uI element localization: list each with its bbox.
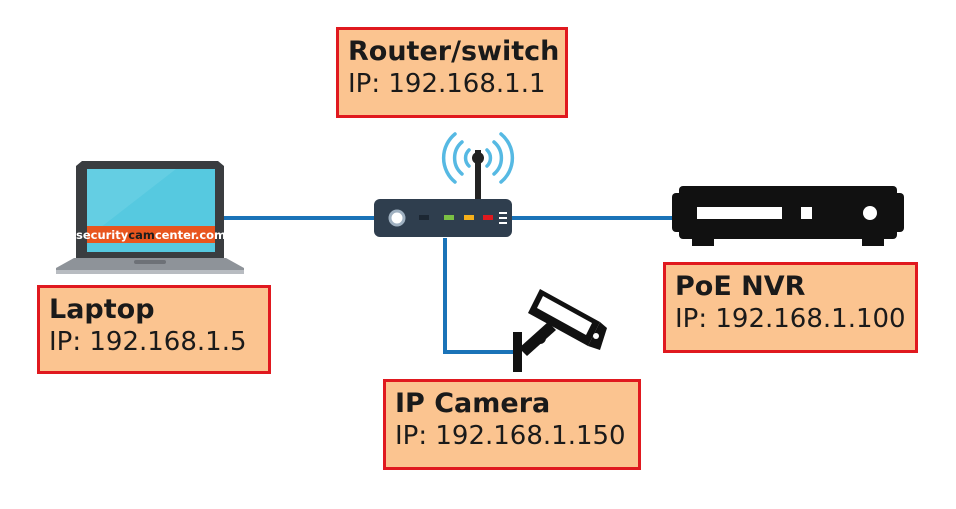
nvr-label: PoE NVR IP: 192.168.1.100 xyxy=(663,262,918,353)
laptop-brand-suffix: center.com xyxy=(155,228,226,242)
svg-text:securitycamcenter.com: securitycamcenter.com xyxy=(76,228,226,242)
cable-router-camera xyxy=(443,238,515,354)
camera-title: IP Camera xyxy=(395,388,551,419)
camera-ip: IP: 192.168.1.150 xyxy=(395,421,626,451)
router-label: Router/switch IP: 192.168.1.1 xyxy=(336,27,568,118)
wifi-icon xyxy=(441,132,515,184)
camera-icon xyxy=(513,289,607,372)
router-icon xyxy=(374,150,512,237)
laptop-brand-prefix: security xyxy=(76,228,129,242)
laptop-label: Laptop IP: 192.168.1.5 xyxy=(37,285,271,374)
nvr-title: PoE NVR xyxy=(675,271,806,302)
laptop-brand-highlight: cam xyxy=(128,228,155,242)
router-title: Router/switch xyxy=(348,36,560,67)
laptop-ip: IP: 192.168.1.5 xyxy=(49,327,247,357)
network-cables xyxy=(223,216,682,354)
laptop-title: Laptop xyxy=(49,294,155,325)
camera-label: IP Camera IP: 192.168.1.150 xyxy=(383,379,641,470)
nvr-icon xyxy=(672,186,904,246)
router-ip: IP: 192.168.1.1 xyxy=(348,69,546,99)
nvr-ip: IP: 192.168.1.100 xyxy=(675,304,906,334)
laptop-icon: securitycamcenter.com xyxy=(56,161,244,274)
